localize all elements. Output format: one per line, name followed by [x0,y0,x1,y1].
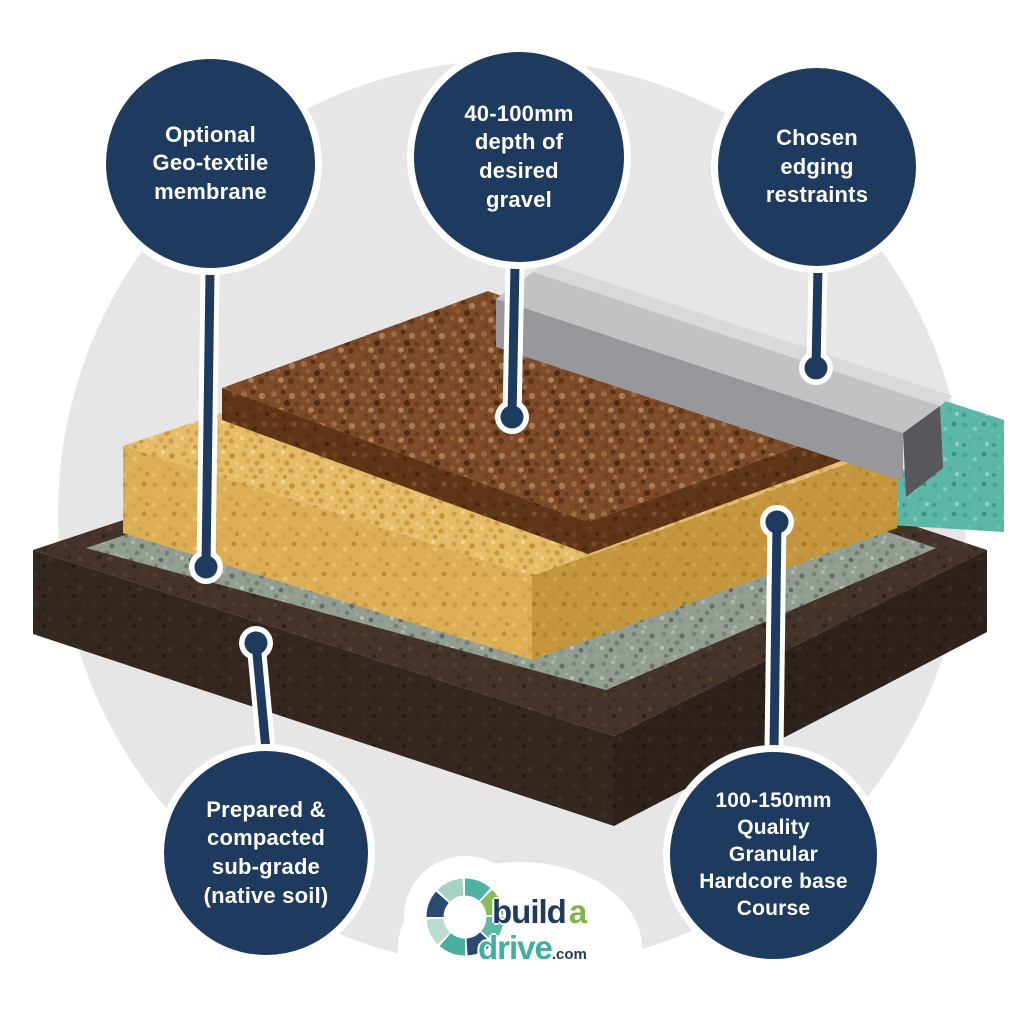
callout-subgrade: Prepared & compacted sub-grade (native s… [157,744,375,962]
logo-ring-icon [426,878,504,956]
callout-edging-label: Chosen edging restraints [765,125,869,208]
callout-pin-subgrade [239,626,276,751]
callout-pin-gravel-depth [495,263,529,434]
callout-gravel-depth: 40-100mm depth of desired gravel [407,45,631,269]
logo-text-a: a [568,893,587,930]
callout-edging: Chosen edging restraints [711,61,923,273]
callout-geotextile: Optional Geo-textile membrane [99,52,322,275]
gravel-layer [222,291,852,554]
callout-hardcore: 100-150mm Quality Granular Hardcore base… [663,745,884,966]
callout-hardcore-label: 100-150mm Quality Granular Hardcore base… [699,789,848,920]
callout-pin-hardcore [760,505,794,751]
buildadrive-logo: builda drive.com [404,856,646,992]
logo-text-tld: .com [551,946,587,963]
logo-wordmark-line1: builda [492,893,587,931]
callout-subgrade-label: Prepared & compacted sub-grade (native s… [203,796,329,908]
edging-kerb [496,262,953,497]
logo-badge [404,856,526,978]
callout-pin-edging [799,267,833,385]
logo-text-drive: drive [478,929,553,966]
logo-wordmark-line2: drive.com [478,929,587,967]
callout-geotextile-label: Optional Geo-textile membrane [152,121,269,204]
logo-text-build: build [492,893,567,930]
callout-pin-geotextile [189,271,223,584]
callout-gravel-depth-label: 40-100mm depth of desired gravel [464,100,574,212]
